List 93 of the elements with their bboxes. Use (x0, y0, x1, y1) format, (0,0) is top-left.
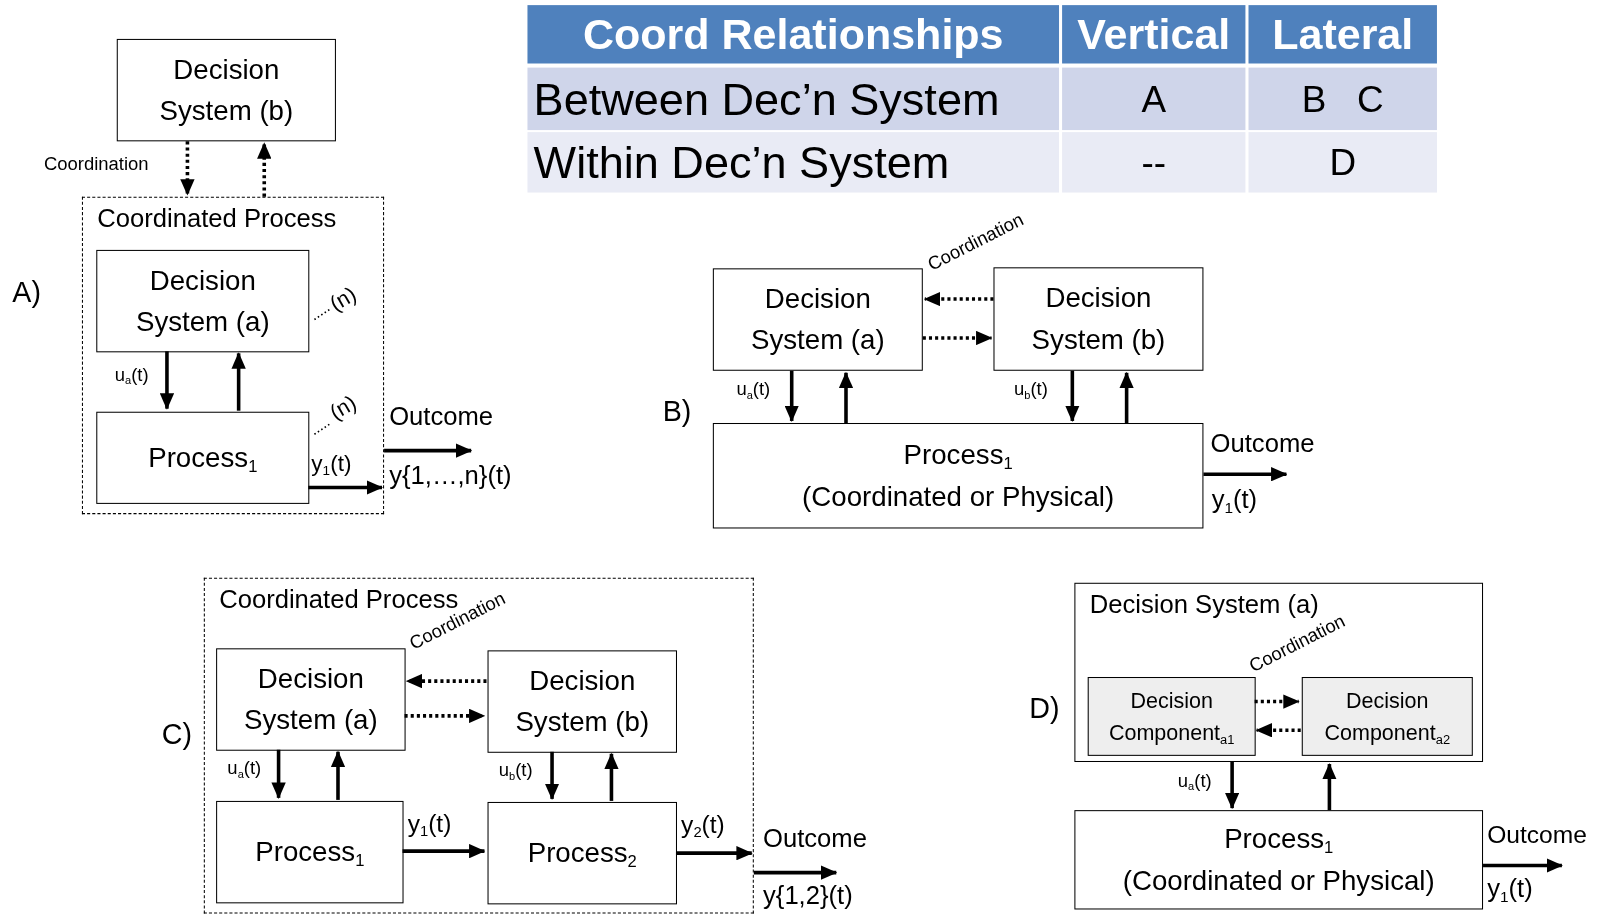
arrow (784, 370, 799, 422)
process-box (96, 411, 310, 504)
dotted-arrow (922, 330, 993, 346)
process-box (712, 268, 923, 371)
group-box (1074, 582, 1484, 762)
output-label: y{1,…,n}(t) (389, 460, 512, 491)
output-label: y$_{1}$(t) (1487, 873, 1533, 904)
component-box (1301, 677, 1473, 756)
panel-label: C) (161, 717, 193, 751)
component-box (1087, 677, 1256, 756)
process-box (993, 267, 1204, 371)
node-label: Decision System (a) (243, 662, 379, 738)
node-label: Process$_{1}$ (148, 441, 258, 477)
table-cell: -- (1062, 132, 1246, 193)
dotted-arrow (180, 141, 195, 196)
dotted-arrow (1254, 694, 1300, 709)
node-label: Decision System (b) (158, 52, 295, 128)
arrow (384, 443, 473, 458)
panel-label: A) (12, 276, 41, 310)
table-cell: A (1062, 67, 1246, 131)
node-label: (Coordinated or Physical) (802, 479, 1115, 514)
edge-label: y$_{1}$(t) (407, 809, 452, 838)
arrow (231, 352, 246, 411)
edge-label: y$_{1}$(t) (311, 450, 352, 478)
edge-label: u$_{b}$(t) (498, 759, 533, 782)
process-box (96, 249, 310, 353)
dashed-group-box (81, 196, 385, 515)
dotted-arrow (404, 708, 486, 724)
arrow (1065, 370, 1080, 422)
edge-label: Outcome (1487, 820, 1587, 850)
node-label: Decision Component$_{a1}$ (1107, 687, 1236, 749)
node-label: Decision System (a) (134, 263, 271, 339)
edge-label: u$_{a}$(t) (114, 364, 149, 387)
arrow (604, 752, 619, 801)
arrow (675, 846, 753, 861)
panel-label: B) (662, 395, 692, 429)
edge-label: y$_{2}$(t) (681, 810, 725, 839)
arrow (1483, 858, 1563, 873)
beside-label: (n) (325, 390, 361, 425)
process-box (487, 650, 677, 753)
node-label: Process$_{1}$ (1224, 822, 1334, 859)
node-label: Process$_{2}$ (527, 836, 637, 873)
table-header-cell: Lateral (1248, 5, 1437, 64)
table-cell: Between Dec’n System (527, 67, 1059, 131)
process-box (216, 800, 404, 904)
arrow (330, 750, 346, 800)
dotted-arrow (257, 142, 272, 197)
arrow (1203, 467, 1288, 482)
table-cell: B C (1248, 67, 1437, 131)
edge-label: u$_{a}$(t) (736, 378, 771, 401)
process-box (116, 38, 336, 142)
arrow (838, 371, 854, 423)
edge-label: u$_{a}$(t) (1177, 770, 1212, 792)
process-box (216, 648, 406, 751)
group-title: Decision System (a) (1089, 589, 1319, 619)
edge-label: Outcome (389, 401, 494, 432)
table-header-cell: Coord Relationships (527, 5, 1059, 64)
arrow (159, 351, 175, 410)
arrow (1119, 371, 1134, 423)
arrow (753, 865, 838, 880)
dotted-arrow (923, 291, 994, 307)
node-label: Decision System (b) (514, 664, 651, 740)
edge-label: u$_{a}$(t) (227, 757, 262, 780)
arrow (308, 480, 384, 495)
table-cell: Within Dec’n System (527, 132, 1059, 193)
panel-label: D) (1029, 692, 1060, 726)
table-cell: D (1248, 132, 1437, 193)
group-title: Coordinated Process (97, 203, 337, 234)
node-label: Decision System (b) (1030, 281, 1167, 357)
dotted-arrow (1255, 723, 1301, 738)
edge-label: Coordination (44, 153, 149, 176)
output-label: y{1,2}(t) (763, 880, 853, 911)
edge-label: Outcome (1210, 428, 1315, 458)
process-box (487, 801, 677, 905)
process-box (712, 423, 1204, 529)
node-label: Decision Component$_{a2}$ (1323, 687, 1452, 749)
table-header-cell: Vertical (1062, 5, 1246, 64)
node-label: (Coordinated or Physical) (1122, 863, 1435, 898)
arrow (402, 843, 486, 859)
arrow (1224, 762, 1240, 810)
output-label: y$_{1}$(t) (1211, 484, 1258, 515)
dotted-arrow (405, 673, 487, 689)
arrow (1322, 763, 1337, 811)
arrow (544, 751, 560, 800)
node-label: Process$_{1}$ (255, 835, 365, 872)
dashed-group-box (203, 577, 754, 914)
edge-label: Outcome (763, 823, 867, 854)
node-label: Decision System (a) (750, 282, 886, 358)
node-label: Process$_{1}$ (903, 438, 1013, 474)
arrow (271, 749, 286, 799)
beside-label: (n) (325, 281, 361, 317)
process-box (1074, 810, 1484, 910)
edge-label: u$_{b}$(t) (1013, 378, 1048, 401)
